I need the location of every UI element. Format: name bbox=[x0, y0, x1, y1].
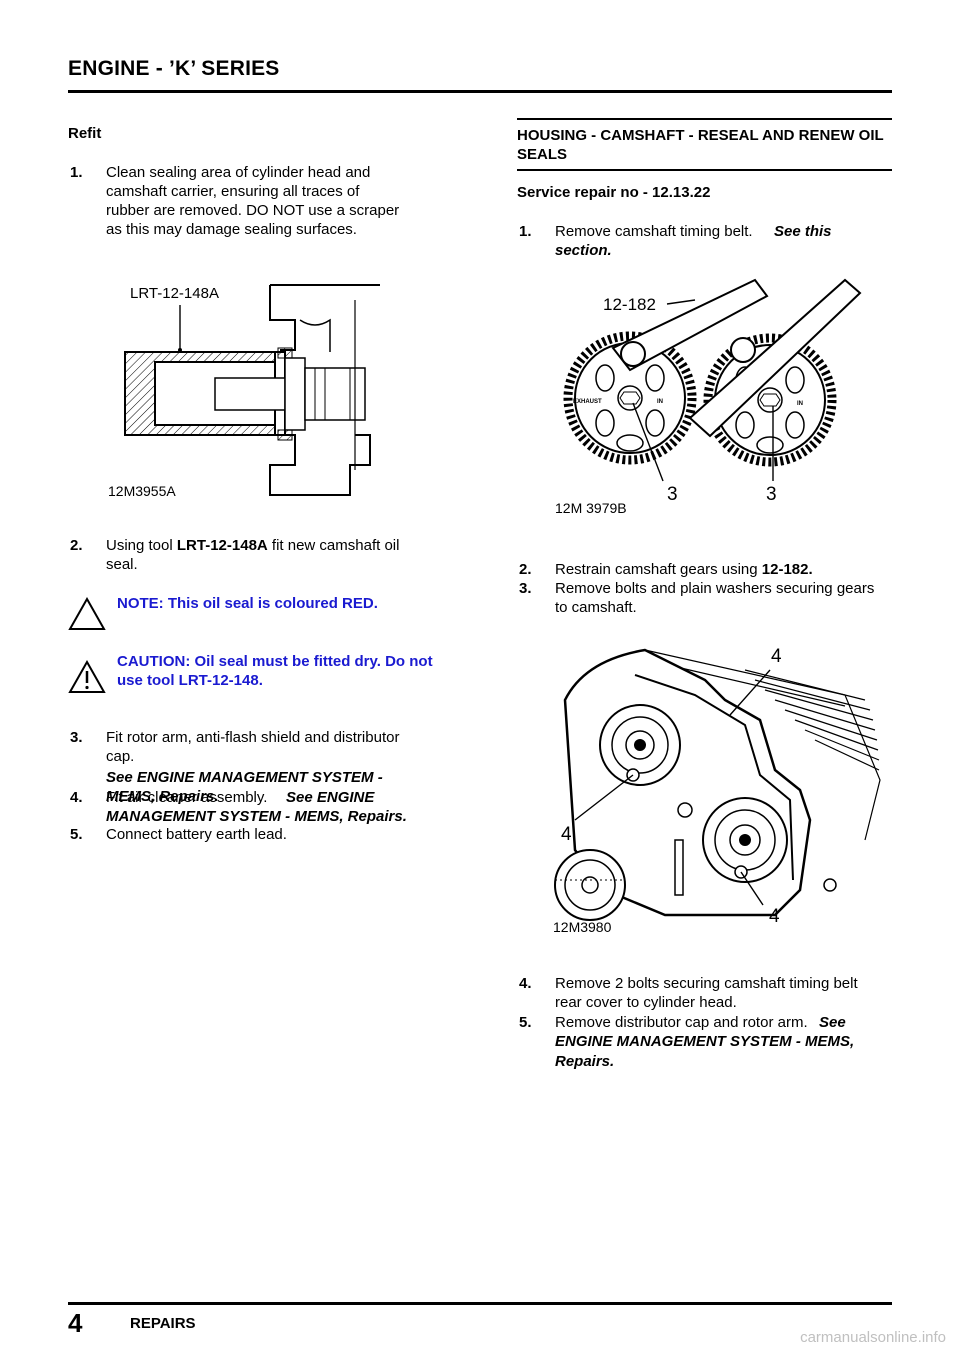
step-text: Remove bolts and plain washers securing … bbox=[555, 580, 875, 616]
cross-reference: See ENGINE bbox=[286, 789, 375, 806]
tool-reference: 12-182. bbox=[761, 561, 813, 578]
step-text: Using tool bbox=[106, 537, 177, 554]
figure-code: 12M3980 bbox=[553, 919, 612, 935]
callout-number: 3 bbox=[766, 484, 777, 505]
warning-triangle-icon bbox=[68, 597, 106, 630]
callout-number: 4 bbox=[561, 824, 572, 845]
cross-reference: MANAGEMENT SYSTEM - MEMS, Repairs. bbox=[106, 808, 407, 825]
footer-section-label: REPAIRS bbox=[130, 1315, 196, 1332]
step-number: 1. bbox=[70, 164, 83, 181]
step-text: Fit rotor arm, anti-flash shield and dis… bbox=[106, 729, 400, 765]
cross-reference: ENGINE MANAGEMENT SYSTEM - MEMS, bbox=[555, 1033, 855, 1050]
step-number: 3. bbox=[519, 580, 532, 597]
callout-number: 4 bbox=[771, 646, 782, 667]
step-number: 2. bbox=[70, 537, 83, 554]
step-number: 1. bbox=[519, 223, 532, 240]
cross-reference: See ENGINE MANAGEMENT SYSTEM - MEMS, Rep… bbox=[106, 769, 383, 805]
step-number: 5. bbox=[519, 1014, 532, 1031]
tool-reference: LRT-12-148A bbox=[176, 537, 268, 554]
figure-code: 12M 3979B bbox=[555, 500, 627, 516]
timing-belt-cover-diagram: 4 4 4 12M3980 bbox=[553, 646, 881, 935]
tool-callout-label: 12-182 bbox=[603, 295, 656, 314]
page-title: ENGINE - ’K’ SERIES bbox=[68, 57, 280, 80]
cross-reference: Repairs. bbox=[555, 1053, 615, 1070]
caution-triangle-icon bbox=[68, 660, 106, 693]
cross-reference: See this bbox=[774, 223, 832, 240]
footer-rule bbox=[68, 1302, 892, 1305]
step-number: 4. bbox=[519, 975, 532, 992]
figure-code: 12M3955A bbox=[108, 483, 176, 499]
cross-reference: section. bbox=[555, 242, 612, 259]
tool-callout-label: LRT-12-148A bbox=[130, 285, 219, 302]
gear-label: IN bbox=[797, 401, 803, 407]
step-text: Connect battery earth lead. bbox=[106, 826, 287, 843]
gear-label: IN bbox=[657, 399, 663, 405]
step-number: 2. bbox=[519, 561, 532, 578]
section-heading: HOUSING - CAMSHAFT - RESEAL AND RENEW OI… bbox=[517, 127, 884, 163]
step-text: fit new camshaft oil seal. bbox=[106, 537, 400, 573]
step-text: Clean sealing area of cylinder head and … bbox=[106, 164, 400, 238]
service-repair-number: Service repair no - 12.13.22 bbox=[517, 184, 711, 201]
watermark: carmanualsonline.info bbox=[800, 1329, 946, 1346]
section-rule-bottom bbox=[517, 169, 892, 171]
callout-number: 3 bbox=[667, 484, 678, 505]
header-rule bbox=[68, 90, 892, 93]
note-text: NOTE: This oil seal is coloured RED. bbox=[117, 595, 378, 612]
step-number: 5. bbox=[70, 826, 83, 843]
cross-reference: See bbox=[819, 1014, 846, 1031]
step-number: 3. bbox=[70, 729, 83, 746]
callout-number: 4 bbox=[769, 906, 780, 927]
step-text: Restrain camshaft gears using bbox=[555, 561, 762, 578]
step-text: Remove 2 bolts securing camshaft timing … bbox=[555, 975, 858, 1011]
step-text: Remove distributor cap and rotor arm. bbox=[555, 1014, 808, 1031]
section-rule-top bbox=[517, 118, 892, 120]
step-number: 4. bbox=[70, 789, 83, 806]
step-text: Fit air cleaner assembly. bbox=[106, 789, 268, 806]
seal-tool-diagram: LRT-12-148A 12M3955A bbox=[108, 284, 380, 499]
caution-text: CAUTION: Oil seal must be fitted dry. Do… bbox=[117, 653, 433, 689]
page-number: 4 bbox=[68, 1308, 83, 1338]
step-text: Remove camshaft timing belt. bbox=[555, 223, 753, 240]
refit-heading: Refit bbox=[68, 125, 102, 142]
camshaft-gears-diagram: 12-182 EXHAUST IN EXHAUST IN 3 3 12M 397… bbox=[555, 278, 862, 516]
gear-label: EXHAUST bbox=[573, 399, 602, 405]
